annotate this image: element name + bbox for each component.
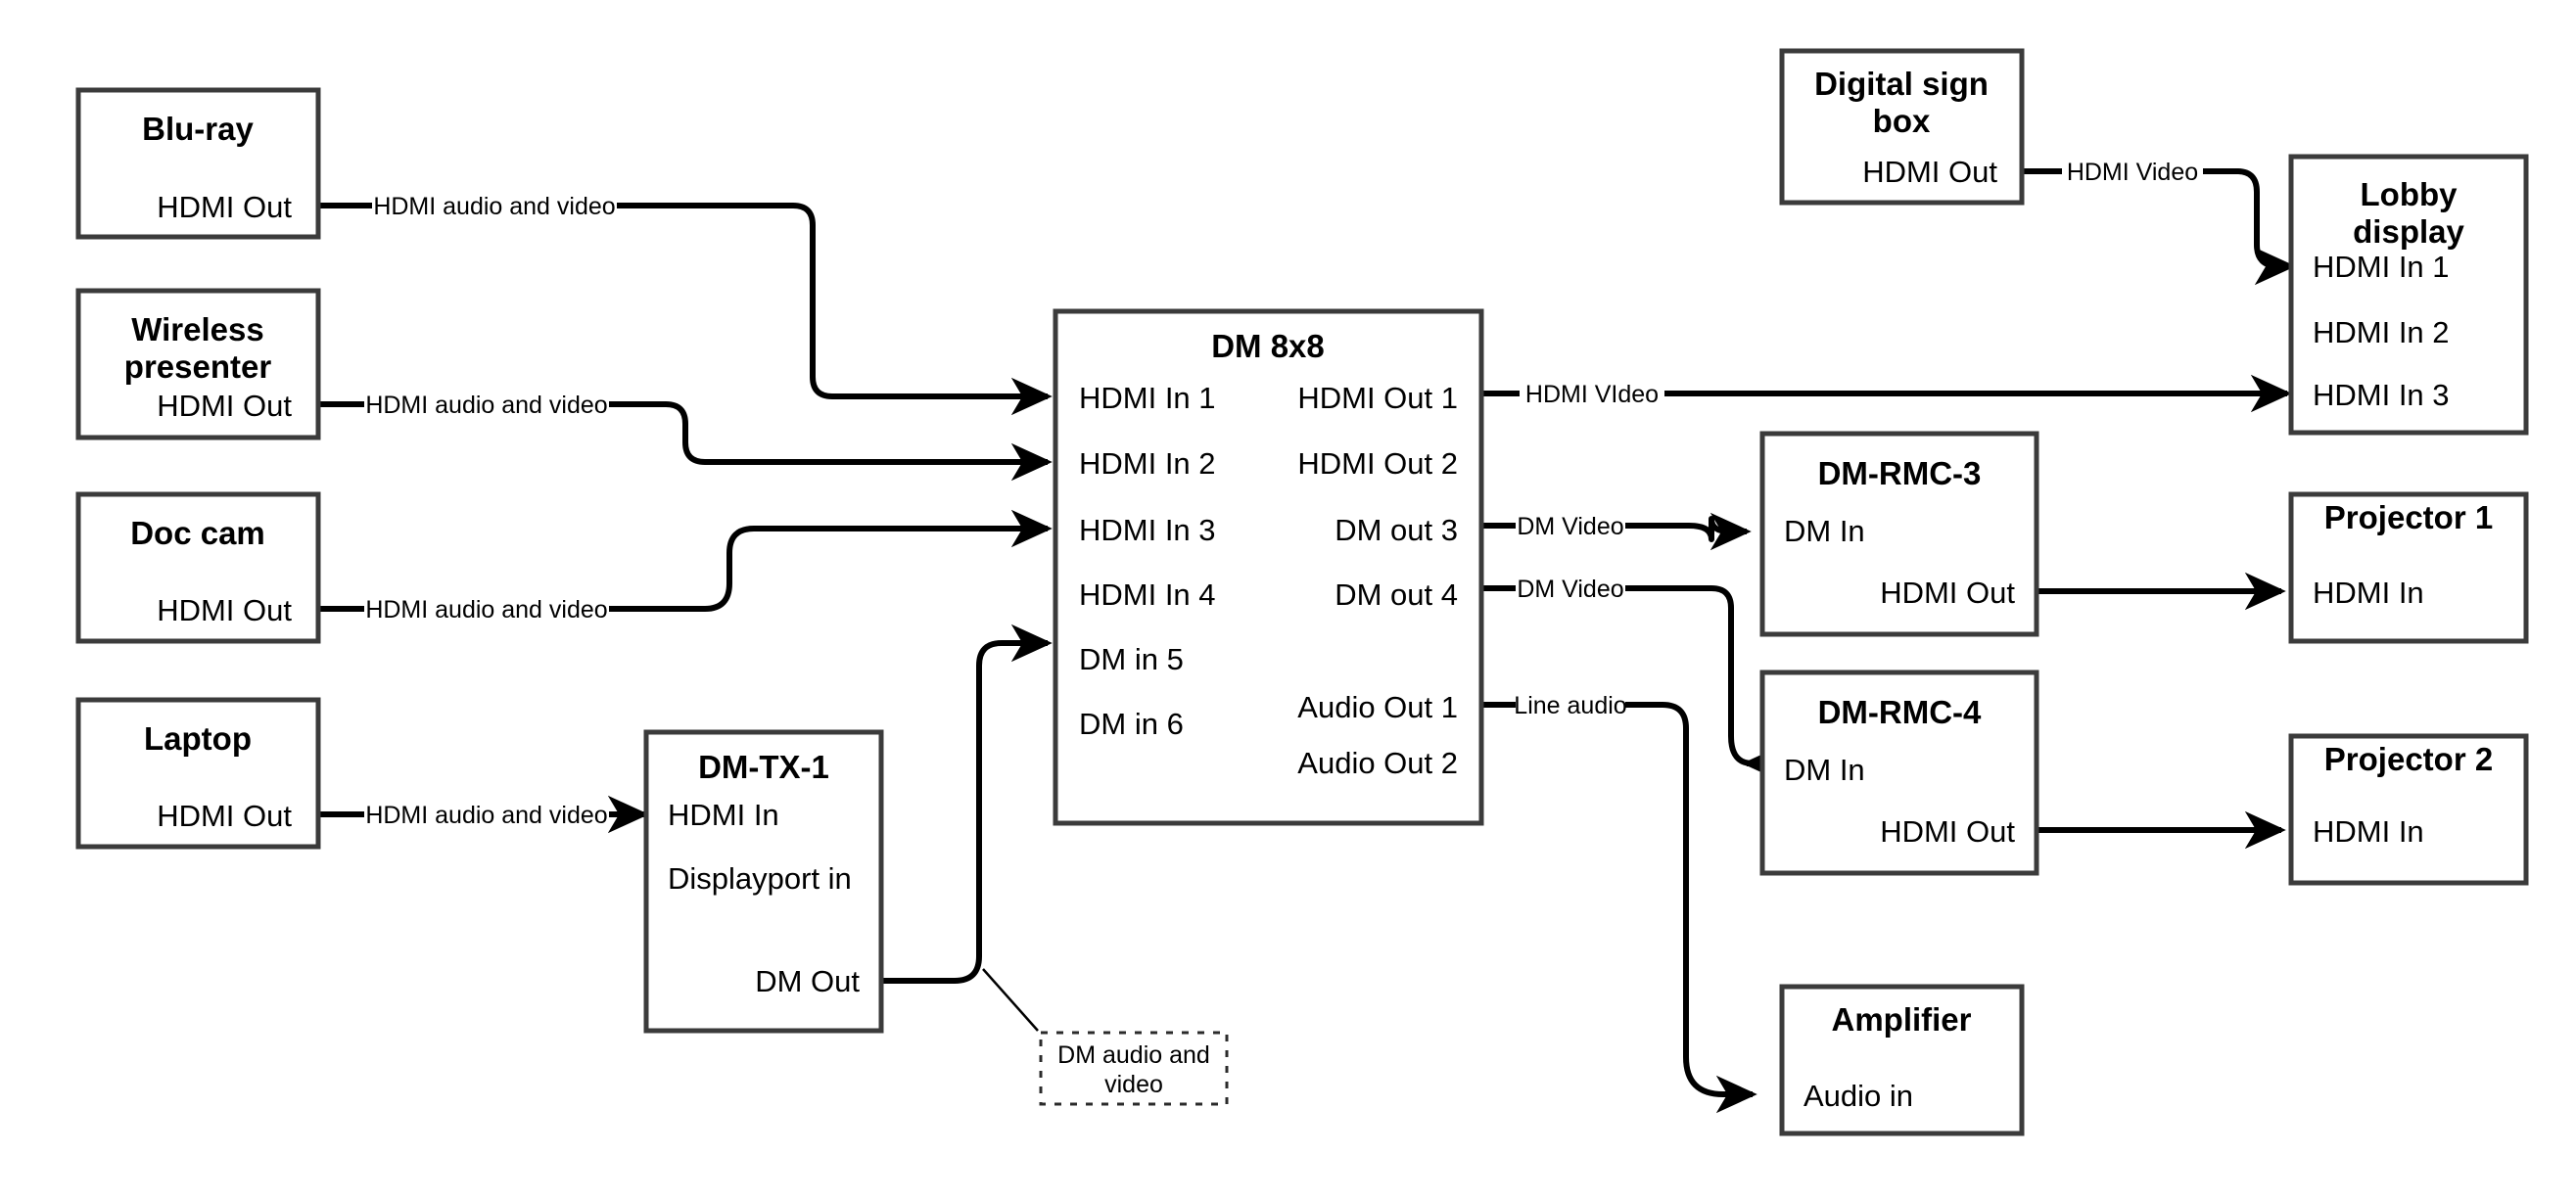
node-amplifier[interactable]: Amplifier Audio in: [1779, 984, 2025, 1136]
dm-rmc-4-dm-in-port: DM In: [1784, 753, 1865, 787]
digital-sign-hdmi-out-port: HDMI Out: [1862, 155, 1997, 189]
digital-sign-title-line1: Digital sign: [1814, 66, 1989, 102]
laptop-hdmi-out-port: HDMI Out: [157, 799, 292, 833]
edge-label-wireless-to-dm8x8: HDMI audio and video: [365, 392, 607, 419]
dm-8x8-input-hdmi-in-3: HDMI In 3: [1079, 513, 1216, 547]
edge-label-doccam-to-dm8x8: HDMI audio and video: [365, 596, 607, 624]
edge-label-dm8x8-audio1-to-amp: Line audio: [1514, 692, 1626, 719]
projector-2-box[interactable]: [2288, 733, 2529, 886]
bluray-title: Blu-ray: [142, 111, 254, 147]
lobby-display-input-hdmi-in-3: HDMI In 3: [2313, 378, 2450, 412]
dm-tx-1-box[interactable]: [643, 729, 884, 1034]
edge-label-dm8x8-out4-to-rmc4: DM Video: [1517, 576, 1623, 603]
node-bluray[interactable]: Blu-ray HDMI Out: [75, 87, 321, 240]
node-lobby-display[interactable]: Lobby display HDMI In 1 HDMI In 2 HDMI I…: [2288, 154, 2529, 436]
edge-label-group: HDMI audio and video HDMI audio and vide…: [365, 159, 2198, 829]
wireless-presenter-title-line1: Wireless: [131, 311, 263, 347]
edge-label-laptop-to-dmtx1: HDMI audio and video: [365, 802, 607, 829]
node-digital-sign-box[interactable]: Digital sign box HDMI Out: [1779, 48, 2025, 206]
digital-sign-box[interactable]: [1779, 48, 2025, 206]
bluray-hdmi-out-port: HDMI Out: [157, 190, 292, 224]
dm-tx-1-dm-out-port: DM Out: [755, 964, 860, 998]
wire-bluray-to-dm8x8: [318, 203, 1053, 416]
amplifier-audio-in-port: Audio in: [1803, 1079, 1913, 1113]
dm-rmc-3-box[interactable]: [1759, 431, 2039, 637]
dm-8x8-input-dm-in-5: DM in 5: [1079, 642, 1184, 676]
doc-cam-hdmi-out-port: HDMI Out: [157, 593, 292, 627]
wire-dm8x8-audio1-to-amp: [1481, 702, 1757, 1114]
dm-8x8-input-hdmi-in-1: HDMI In 1: [1079, 381, 1216, 415]
dm-audio-video-note-line2: video: [1104, 1071, 1163, 1098]
edge-label-dm8x8-out1-to-lobby: HDMI VIdeo: [1525, 381, 1659, 408]
edge-label-dm8x8-out3-to-rmc3: DM Video: [1517, 513, 1623, 540]
dm-8x8-output-dm-out-3: DM out 3: [1335, 513, 1458, 547]
dm-8x8-input-dm-in-6: DM in 6: [1079, 707, 1184, 741]
edge-label-digitalsign-to-lobby: HDMI Video: [2067, 159, 2198, 186]
wire-digitalsign-to-lobby: [2019, 168, 2296, 286]
dm-rmc-3-hdmi-out-port: HDMI Out: [1880, 576, 2015, 610]
projector-2-title: Projector 2: [2324, 741, 2493, 777]
dm-rmc-4-title: DM-RMC-4: [1818, 694, 1982, 730]
wireless-presenter-title-line2: presenter: [124, 348, 272, 385]
doc-cam-title: Doc cam: [130, 515, 265, 551]
laptop-title: Laptop: [144, 720, 252, 757]
amplifier-title: Amplifier: [1831, 1001, 1971, 1038]
lobby-display-title-line2: display: [2353, 213, 2464, 250]
dm-8x8-box[interactable]: [1053, 308, 1484, 826]
dm-8x8-input-hdmi-in-2: HDMI In 2: [1079, 446, 1216, 481]
dm-tx-1-displayport-in-port: Displayport in: [668, 861, 852, 896]
doc-cam-box[interactable]: [75, 491, 321, 644]
node-dm-rmc-3[interactable]: DM-RMC-3 DM In HDMI Out: [1759, 431, 2039, 637]
wireless-presenter-box[interactable]: [75, 288, 321, 440]
projector-1-hdmi-in-port: HDMI In: [2313, 576, 2424, 610]
dm-8x8-input-hdmi-in-4: HDMI In 4: [1079, 577, 1216, 612]
note-dm-audio-and-video: DM audio and video: [1039, 1031, 1229, 1106]
dm-8x8-output-hdmi-out-1: HDMI Out 1: [1297, 381, 1458, 415]
dm-8x8-output-hdmi-out-2: HDMI Out 2: [1297, 446, 1458, 481]
dm-tx-1-title: DM-TX-1: [698, 749, 829, 785]
wire-dmtx1-to-dm8x8: [881, 624, 1053, 1032]
node-projector-2[interactable]: Projector 2 HDMI In: [2288, 733, 2529, 886]
wire-dm8x8-out3-to-rmc3: [1481, 512, 1752, 551]
digital-sign-title-line2: box: [1873, 103, 1931, 139]
projector-1-title: Projector 1: [2324, 499, 2493, 535]
dm-8x8-output-dm-out-4: DM out 4: [1335, 577, 1458, 612]
node-dm-rmc-4[interactable]: DM-RMC-4 DM In HDMI Out: [1759, 670, 2039, 876]
wireless-presenter-hdmi-out-port: HDMI Out: [157, 389, 292, 423]
dm-8x8-output-audio-out-1: Audio Out 1: [1297, 690, 1458, 724]
lobby-display-title-line1: Lobby: [2361, 176, 2459, 212]
wire-dm8x8-out4-to-rmc4: [1481, 585, 1784, 783]
wire-doccam-to-dm8x8: [318, 509, 1053, 612]
edge-label-bluray-to-dm8x8: HDMI audio and video: [373, 193, 615, 220]
dm-tx-1-hdmi-in-port: HDMI In: [668, 798, 779, 832]
node-projector-1[interactable]: Projector 1 HDMI In: [2288, 491, 2529, 644]
amplifier-box[interactable]: [1779, 984, 2025, 1136]
laptop-box[interactable]: [75, 697, 321, 850]
dm-rmc-3-dm-in-port: DM In: [1784, 514, 1865, 548]
projector-1-box[interactable]: [2288, 491, 2529, 644]
dm-rmc-4-hdmi-out-port: HDMI Out: [1880, 814, 2015, 849]
dm-audio-video-note-box: [1039, 1031, 1229, 1106]
projector-2-hdmi-in-port: HDMI In: [2313, 814, 2424, 849]
node-doc-cam[interactable]: Doc cam HDMI Out: [75, 491, 321, 644]
node-wireless-presenter[interactable]: Wireless presenter HDMI Out: [75, 288, 321, 440]
dm-audio-video-note-line1: DM audio and: [1057, 1041, 1210, 1069]
dm-8x8-output-audio-out-2: Audio Out 2: [1297, 746, 1458, 780]
node-dm-8x8[interactable]: DM 8x8 HDMI In 1 HDMI In 2 HDMI In 3 HDM…: [1053, 308, 1484, 826]
dm-rmc-3-title: DM-RMC-3: [1818, 455, 1982, 491]
node-dm-tx-1[interactable]: DM-TX-1 HDMI In Displayport in DM Out: [643, 729, 884, 1034]
bluray-box[interactable]: [75, 87, 321, 240]
dm-8x8-title: DM 8x8: [1211, 328, 1325, 364]
node-laptop[interactable]: Laptop HDMI Out: [75, 697, 321, 850]
lobby-display-input-hdmi-in-2: HDMI In 2: [2313, 315, 2450, 349]
lobby-display-input-hdmi-in-1: HDMI In 1: [2313, 250, 2450, 284]
dm-rmc-4-box[interactable]: [1759, 670, 2039, 876]
wire-wireless-to-dm8x8: [318, 401, 1053, 482]
lobby-display-box[interactable]: [2288, 154, 2529, 436]
